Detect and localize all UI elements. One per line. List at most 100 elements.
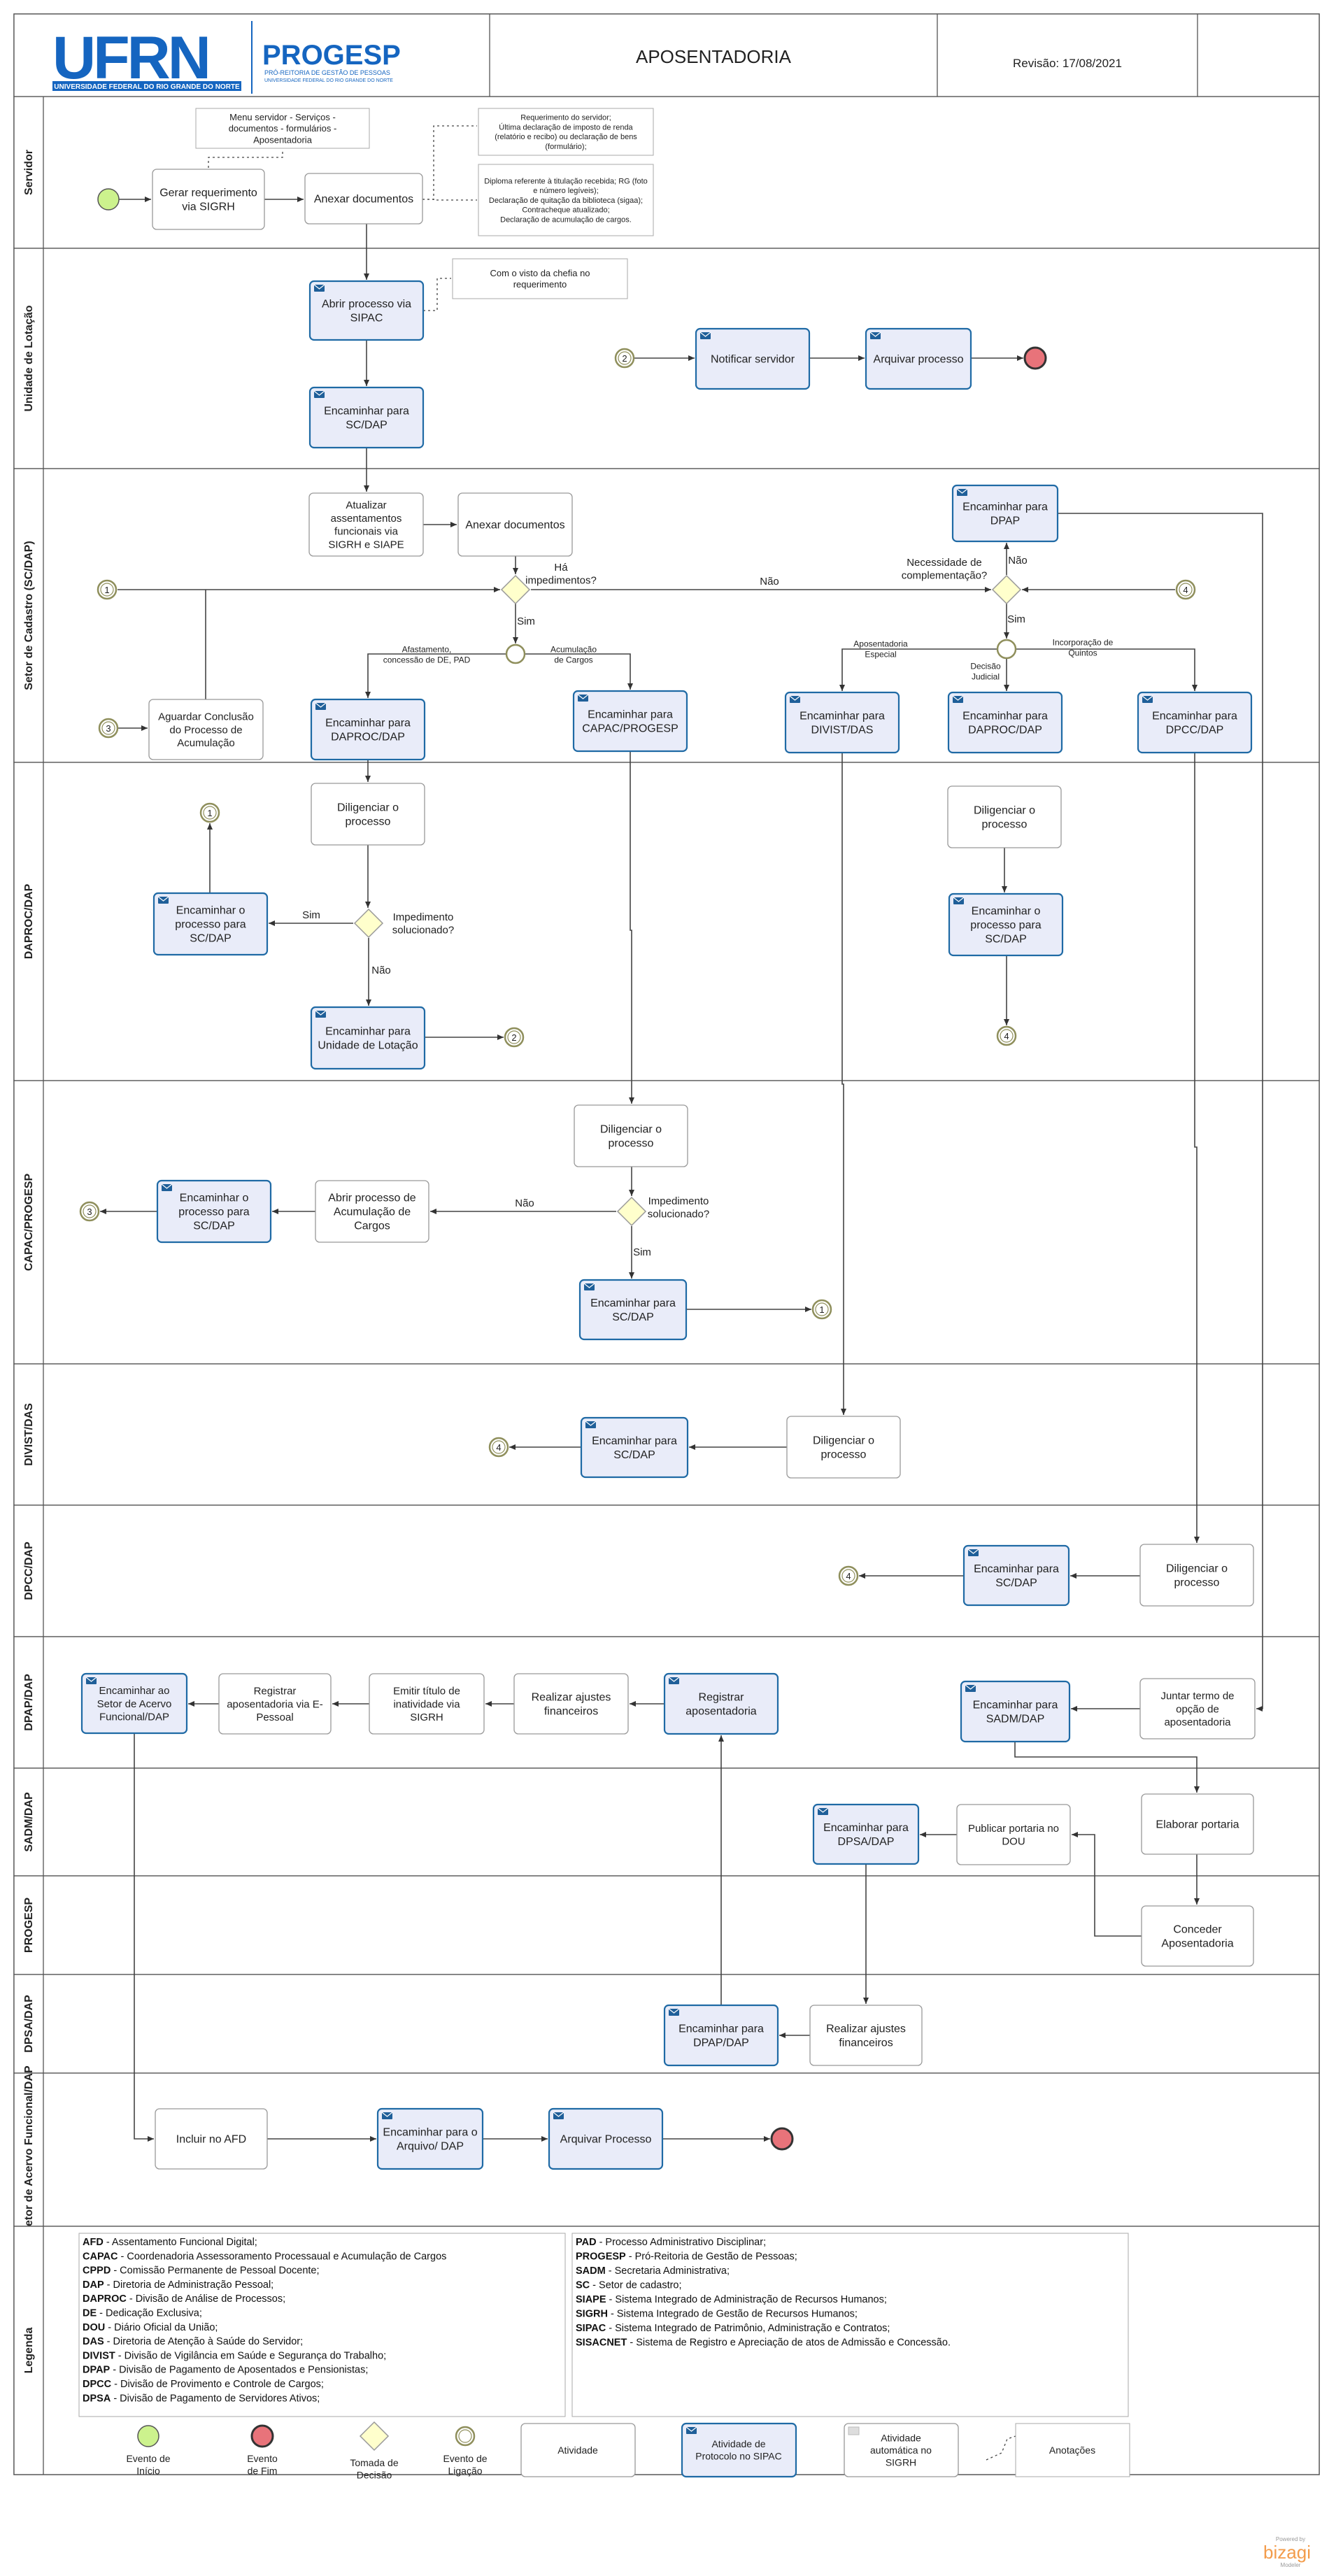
legend-entry: PROGESP - Pró-Reitoria de Gestão de Pess… <box>576 2251 797 2263</box>
legend-entry: DPCC - Divisão de Provimento e Controle … <box>83 2379 324 2390</box>
task-arquivar1[interactable]: Arquivar processo <box>865 327 972 390</box>
envelope-flap <box>668 2008 680 2014</box>
task-notificar[interactable]: Notificar servidor <box>695 327 811 390</box>
legend-activity-box <box>520 2423 636 2477</box>
flow-label-sim: Sim <box>1007 613 1025 625</box>
link-event-number: 3 <box>106 723 111 734</box>
task-anexar2[interactable]: Anexar documentos <box>457 492 573 557</box>
flow-label-afastamento: Afastamento,concessão de DE, PAD <box>383 645 471 665</box>
task-elaborar[interactable]: Elaborar portaria <box>1141 1793 1254 1855</box>
link-event-inner <box>1000 1029 1014 1043</box>
annotation-text: Requerimento do servidor;Última declaraç… <box>495 114 637 151</box>
annotation-box <box>478 108 654 156</box>
task-label: Anexar documentos <box>465 520 564 532</box>
task-label: Arquivar Processo <box>560 2134 652 2146</box>
bizagi-modeler-text: Modeler <box>1281 2562 1301 2568</box>
gateway-diamond <box>353 908 384 939</box>
legend-entry: DIVIST - Divisão de Vigilância em Saúde … <box>83 2350 386 2361</box>
lane-label: CAPAC/PROGESP <box>23 1174 35 1272</box>
legend-abbreviations-1: AFD - Assentamento Funcional Digital;CAP… <box>78 2233 566 2417</box>
task-box <box>951 484 1059 543</box>
legend-entry: SIGRH - Sistema Integrado de Gestão de R… <box>576 2309 858 2320</box>
lane-dpcc: DPCC/DAP <box>13 1504 1320 1637</box>
task-anexar1[interactable]: Anexar documentos <box>304 173 423 225</box>
link-event-number: 2 <box>511 1032 516 1043</box>
legend-end-event <box>250 2424 274 2448</box>
link-event-inner <box>841 1569 855 1583</box>
link-event-one: 1 <box>199 802 220 823</box>
flow-label-sim: Sim <box>517 615 535 627</box>
link-event-three: 3 <box>79 1201 100 1222</box>
sequence-flow <box>365 653 506 698</box>
task-box <box>663 1672 779 1735</box>
sequence-flow <box>134 1733 154 2142</box>
legend-auto-box <box>844 2423 959 2477</box>
task-box <box>457 492 573 557</box>
task-box <box>1139 1678 1256 1739</box>
task-box <box>663 2004 779 2067</box>
task-box <box>809 2005 923 2066</box>
legend-entry: DAP - Diretoria de Administração Pessoal… <box>83 2279 273 2291</box>
sequence-flow <box>841 753 846 1415</box>
task-box <box>784 691 900 754</box>
link-event-inner <box>203 806 217 820</box>
envelope-flap <box>668 1677 680 1682</box>
envelope-flap <box>956 488 968 494</box>
link-event-number: 2 <box>622 353 627 364</box>
task-box <box>1141 1905 1254 1967</box>
task-label: Incluir no AFD <box>176 2134 246 2146</box>
task-box <box>812 1803 920 1865</box>
task-arquivar2[interactable]: Arquivar Processo <box>548 2107 664 2170</box>
task-incluir-afd[interactable]: Incluir no AFD <box>155 2108 268 2170</box>
annotation-box <box>195 108 370 149</box>
link-event-number: 4 <box>1004 1031 1009 1041</box>
